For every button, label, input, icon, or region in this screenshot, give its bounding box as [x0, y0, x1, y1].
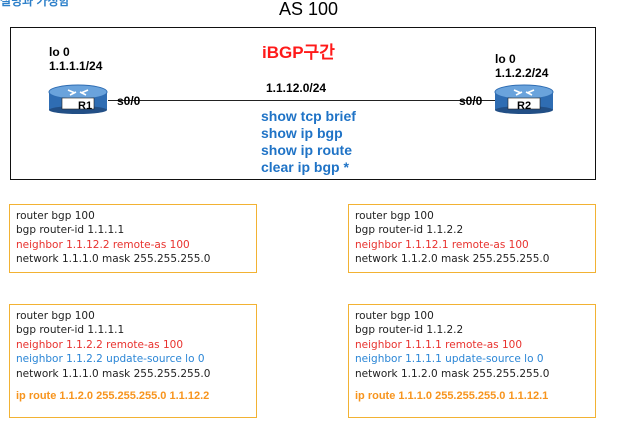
r2-loopback-name: lo 0	[495, 52, 516, 66]
config-line: router bgp 100	[16, 310, 95, 322]
config-line: bgp router-id 1.1.2.2	[355, 324, 464, 337]
config-line-update-source: neighbor 1.1.2.2 update-source lo 0	[16, 353, 205, 366]
config-line: router bgp 100	[16, 210, 95, 222]
config-line: network 1.1.2.0 mask 255.255.255.0	[355, 253, 550, 266]
config-box-r1-direct: router bgp 100 bgp router-id 1.1.1.1 nei…	[9, 204, 257, 273]
r1-label: R1	[78, 100, 93, 112]
as-title: AS 100	[278, 0, 339, 19]
config-line-update-source: neighbor 1.1.1.1 update-source lo 0	[355, 353, 544, 366]
command-item: show ip bgp	[261, 125, 343, 141]
config-line-neighbor: neighbor 1.1.12.2 remote-as 100	[16, 238, 190, 251]
config-line: network 1.1.1.0 mask 255.255.255.0	[16, 367, 211, 380]
command-item: clear ip bgp *	[261, 159, 349, 175]
config-line-neighbor: neighbor 1.1.12.1 remote-as 100	[355, 238, 529, 251]
config-box-r2-direct: router bgp 100 bgp router-id 1.1.2.2 nei…	[348, 204, 596, 273]
config-line: bgp router-id 1.1.1.1	[16, 324, 125, 337]
command-list: show tcp brief show ip bgp show ip route…	[261, 108, 356, 176]
static-route-line: ip route 1.1.1.0 255.255.255.0 1.1.12.1	[355, 390, 549, 403]
serial-link	[108, 100, 506, 101]
r2-interface: s0/0	[459, 94, 483, 108]
r1-loopback-name: lo 0	[49, 45, 70, 59]
section-label: iBGP구간	[262, 43, 335, 62]
config-line-neighbor: neighbor 1.1.1.1 remote-as 100	[355, 338, 523, 351]
corner-caption: 설명과 가정함	[0, 0, 70, 8]
static-route-line: ip route 1.1.2.0 255.255.255.0 1.1.12.2	[16, 390, 210, 403]
r1-interface: s0/0	[117, 94, 141, 108]
config-line: router bgp 100	[355, 310, 434, 322]
topology-box	[10, 27, 596, 180]
config-line: bgp router-id 1.1.2.2	[355, 224, 464, 237]
config-line: bgp router-id 1.1.1.1	[16, 224, 125, 237]
command-item: show tcp brief	[261, 108, 356, 124]
r2-label: R2	[517, 100, 532, 112]
r2-loopback-ip: 1.1.2.2/24	[495, 66, 549, 80]
r1-loopback-ip: 1.1.1.1/24	[49, 59, 103, 73]
config-box-r2-loopback: router bgp 100 bgp router-id 1.1.2.2 nei…	[348, 304, 596, 418]
link-subnet: 1.1.12.0/24	[266, 81, 327, 95]
config-line: network 1.1.1.0 mask 255.255.255.0	[16, 253, 211, 266]
config-line: router bgp 100	[355, 210, 434, 222]
config-line: network 1.1.2.0 mask 255.255.255.0	[355, 367, 550, 380]
router-r2-icon	[494, 84, 554, 114]
config-line-neighbor: neighbor 1.1.2.2 remote-as 100	[16, 338, 184, 351]
command-item: show ip route	[261, 142, 352, 158]
config-box-r1-loopback: router bgp 100 bgp router-id 1.1.1.1 nei…	[9, 304, 257, 418]
router-r1-icon	[48, 84, 108, 114]
